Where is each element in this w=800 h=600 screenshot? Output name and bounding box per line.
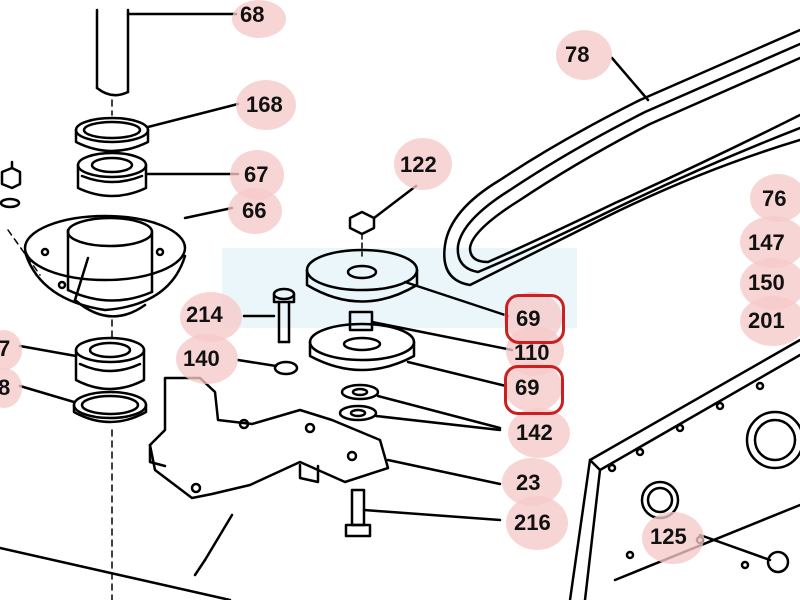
idler-pulley-lower [308, 322, 508, 388]
bolt-216 [344, 488, 502, 538]
lower-rod [0, 513, 234, 600]
idler-pulley-upper [305, 248, 510, 318]
deck-panel [568, 338, 800, 600]
label-highlight [236, 80, 296, 130]
drive-belt-78 [443, 28, 800, 287]
part-label-78: 78 [565, 42, 590, 67]
label-highlight [180, 292, 242, 342]
part-label-69-bottom: 69 [515, 375, 540, 400]
washers-142 [338, 383, 502, 432]
label-highlight [642, 512, 704, 564]
spacer-110 [348, 310, 514, 352]
bolt-214 [242, 287, 296, 344]
part-label-66: 66 [242, 198, 267, 223]
part-label-140: 140 [183, 346, 220, 371]
highlight-circle-69-top [505, 294, 565, 344]
label-highlight [508, 408, 570, 458]
part-label-69-top: 69 [516, 306, 541, 331]
label-highlight [556, 30, 612, 80]
part-label-left-7: 7 [0, 336, 11, 361]
part-label-168: 168 [246, 92, 283, 117]
label-highlight [740, 296, 800, 346]
label-highlight [176, 334, 238, 384]
label-highlight [394, 138, 452, 190]
part-label-125: 125 [650, 524, 687, 549]
highlight-circle-69-bottom [504, 365, 564, 415]
part-label-67: 67 [244, 162, 269, 187]
part-label-201: 201 [748, 308, 785, 333]
left-nut [0, 160, 22, 209]
lower-bearing [18, 336, 146, 391]
label-highlight [750, 174, 800, 222]
part-label-122: 122 [400, 152, 437, 177]
spindle-housing-66 [23, 206, 234, 318]
label-highlight [506, 496, 568, 550]
part-label-left-8: 8 [0, 375, 11, 400]
label-highlight [232, 0, 286, 38]
part-label-216: 216 [514, 510, 551, 535]
washer-140 [236, 358, 299, 376]
part-label-150: 150 [748, 270, 785, 295]
spindle-shaft [95, 8, 238, 97]
nut-122 [348, 184, 418, 257]
part-label-142: 142 [516, 420, 553, 445]
part-label-214: 214 [186, 302, 223, 327]
label-highlight [0, 330, 22, 370]
bearing-67 [76, 151, 240, 198]
part-label-147: 147 [748, 230, 785, 255]
label-highlight [228, 188, 282, 234]
label-highlight [0, 368, 22, 408]
part-label-76: 76 [762, 186, 787, 211]
part-label-23: 23 [516, 470, 541, 495]
retaining-ring [18, 384, 148, 424]
idler-arm-23 [148, 376, 502, 500]
part-label-110: 110 [514, 340, 550, 365]
seal-ring-168 [74, 102, 240, 153]
part-label-68: 68 [240, 2, 265, 27]
